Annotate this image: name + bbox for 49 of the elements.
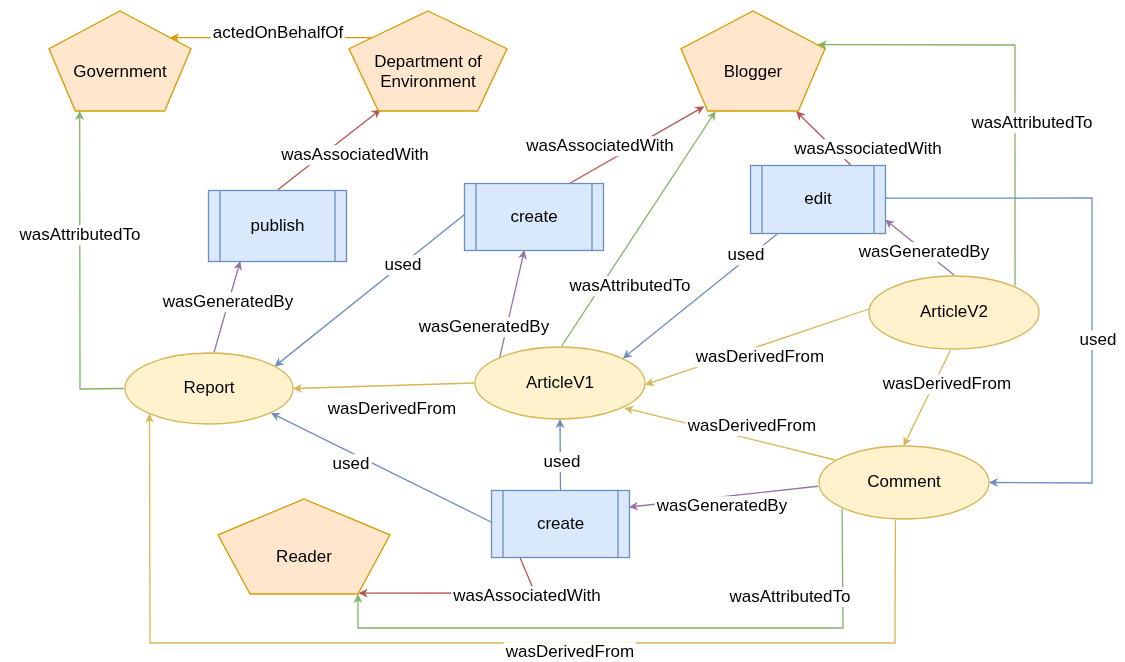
activity-box bbox=[208, 190, 347, 262]
arrow bbox=[817, 40, 1016, 287]
activity-box bbox=[464, 183, 604, 251]
activity-box bbox=[491, 490, 630, 558]
edge-label: wasGeneratedBy bbox=[856, 242, 992, 262]
node-label: publish bbox=[250, 215, 305, 237]
edge-label: wasGeneratedBy bbox=[416, 317, 552, 337]
edge-label: used bbox=[725, 245, 767, 265]
edge-label: wasDerivedFrom bbox=[880, 374, 1014, 394]
arrow bbox=[271, 412, 492, 523]
node-label: Government bbox=[73, 61, 167, 83]
edge-label: wasAssociatedWith bbox=[279, 145, 431, 165]
agent-pentagon bbox=[348, 10, 508, 112]
activity-box bbox=[750, 165, 886, 234]
node-label: ArticleV1 bbox=[526, 372, 594, 394]
edge-label: wasDerivedFrom bbox=[685, 416, 819, 436]
agent-pentagon bbox=[217, 498, 391, 595]
entity-ellipse bbox=[124, 352, 294, 425]
edge-label: wasAttributedTo bbox=[567, 276, 693, 296]
node-label: Comment bbox=[867, 472, 941, 493]
edge-label: used bbox=[382, 255, 424, 275]
entity-ellipse bbox=[474, 346, 646, 420]
node-label: Department of Environment bbox=[373, 51, 483, 93]
node-label: create bbox=[536, 513, 585, 535]
node-label: Blogger bbox=[723, 61, 783, 83]
arrow bbox=[561, 111, 716, 347]
arrow bbox=[885, 197, 1093, 488]
node-label: edit bbox=[804, 189, 832, 210]
arrow bbox=[353, 508, 844, 629]
edge-label: wasDerivedFrom bbox=[693, 347, 827, 367]
edge-label: wasAssociatedWith bbox=[524, 136, 676, 156]
edge-label: wasGeneratedBy bbox=[160, 292, 296, 312]
edge-label: used bbox=[1077, 330, 1119, 350]
edge-label: wasGeneratedBy bbox=[654, 496, 790, 516]
agent-pentagon bbox=[680, 10, 826, 112]
entity-ellipse bbox=[868, 275, 1040, 350]
edge-label: wasAttributedTo bbox=[17, 225, 143, 245]
edge-label: wasAttributedTo bbox=[969, 113, 1095, 133]
entity-ellipse bbox=[818, 445, 990, 520]
agent-pentagon bbox=[48, 10, 192, 112]
node-label: Report bbox=[183, 378, 235, 399]
node-label: create bbox=[510, 206, 558, 228]
edge-label: wasAssociatedWith bbox=[792, 139, 944, 159]
node-label: Reader bbox=[276, 547, 332, 568]
arrow bbox=[293, 382, 475, 393]
node-label: ArticleV2 bbox=[920, 302, 988, 323]
edge-label: wasAttributedTo bbox=[727, 587, 853, 607]
edge-label: used bbox=[541, 452, 583, 472]
arrow bbox=[75, 111, 125, 390]
